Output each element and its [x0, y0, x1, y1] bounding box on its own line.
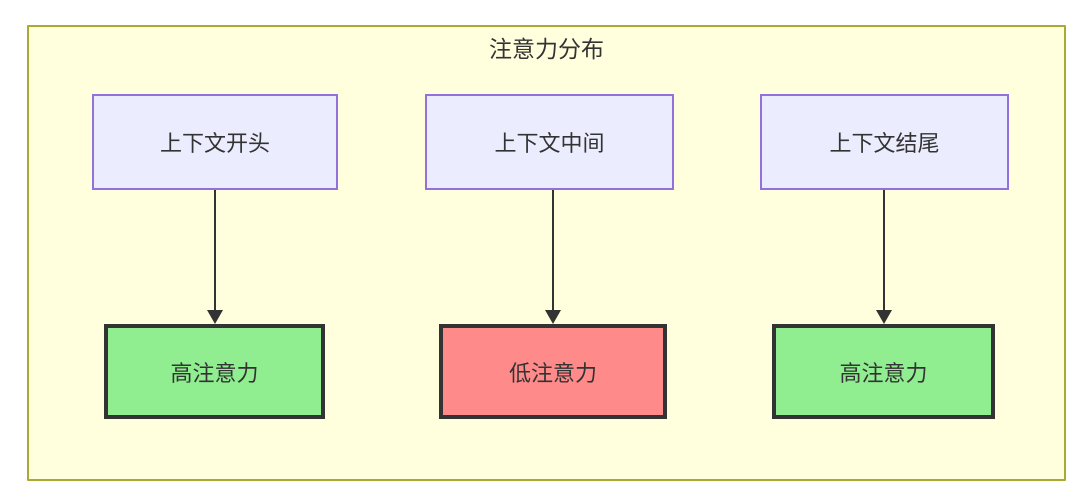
node-label: 低注意力	[508, 360, 597, 386]
node-label: 上下文中间	[494, 131, 605, 156]
arrow-middle-to-low	[545, 190, 561, 324]
node-label: 上下文开头	[159, 131, 270, 156]
arrow-beginning-to-high	[207, 190, 223, 324]
attention-distribution-cluster: 注意力分布 上下文开头 上下文中间 上下文结尾 高注意力	[27, 25, 1066, 481]
cluster-title: 注意力分布	[489, 36, 604, 62]
node-label: 高注意力	[839, 360, 928, 386]
node-context-beginning: 上下文开头	[92, 94, 338, 190]
node-context-middle: 上下文中间	[425, 94, 674, 190]
node-label: 高注意力	[170, 360, 259, 386]
node-low-attention: 低注意力	[439, 324, 667, 419]
arrow-end-to-high	[876, 190, 892, 324]
node-high-attention-left: 高注意力	[104, 324, 325, 419]
node-high-attention-right: 高注意力	[772, 324, 995, 419]
node-label: 上下文结尾	[829, 131, 940, 156]
node-context-end: 上下文结尾	[760, 94, 1009, 190]
